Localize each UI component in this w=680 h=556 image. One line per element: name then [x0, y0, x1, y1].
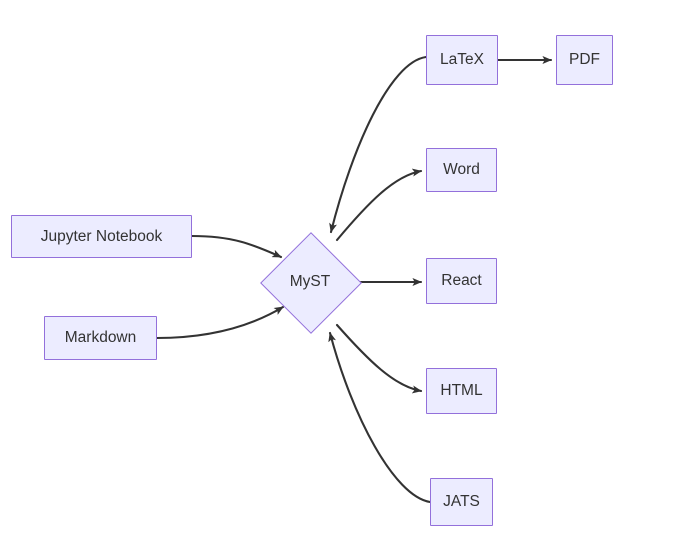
node-pdf[interactable]: PDF	[556, 35, 613, 85]
node-label: JATS	[443, 493, 480, 511]
node-latex[interactable]: LaTeX	[426, 35, 498, 85]
node-label: Jupyter Notebook	[40, 227, 163, 245]
edge-jupyter-to-myst	[190, 234, 283, 259]
node-label: MyST	[289, 273, 331, 291]
edge-jats-to-myst	[328, 331, 432, 504]
edge-myst-to-word	[335, 168, 423, 242]
node-label: PDF	[569, 51, 600, 69]
edge-latex-to-myst	[329, 55, 428, 234]
edge-myst-to-html	[335, 323, 423, 394]
node-jupyter-notebook[interactable]: Jupyter Notebook	[11, 215, 192, 258]
node-label: Markdown	[64, 329, 137, 347]
node-label: HTML	[440, 382, 483, 400]
node-word[interactable]: Word	[426, 148, 497, 192]
node-label: React	[441, 272, 482, 290]
node-markdown[interactable]: Markdown	[44, 316, 157, 360]
node-jats[interactable]: JATS	[430, 478, 493, 526]
node-react[interactable]: React	[426, 258, 497, 304]
node-html[interactable]: HTML	[426, 368, 497, 414]
node-myst[interactable]: MyST	[260, 232, 362, 334]
node-label: LaTeX	[440, 51, 484, 69]
edge-markdown-to-myst	[155, 305, 285, 340]
node-label: Word	[443, 161, 480, 179]
